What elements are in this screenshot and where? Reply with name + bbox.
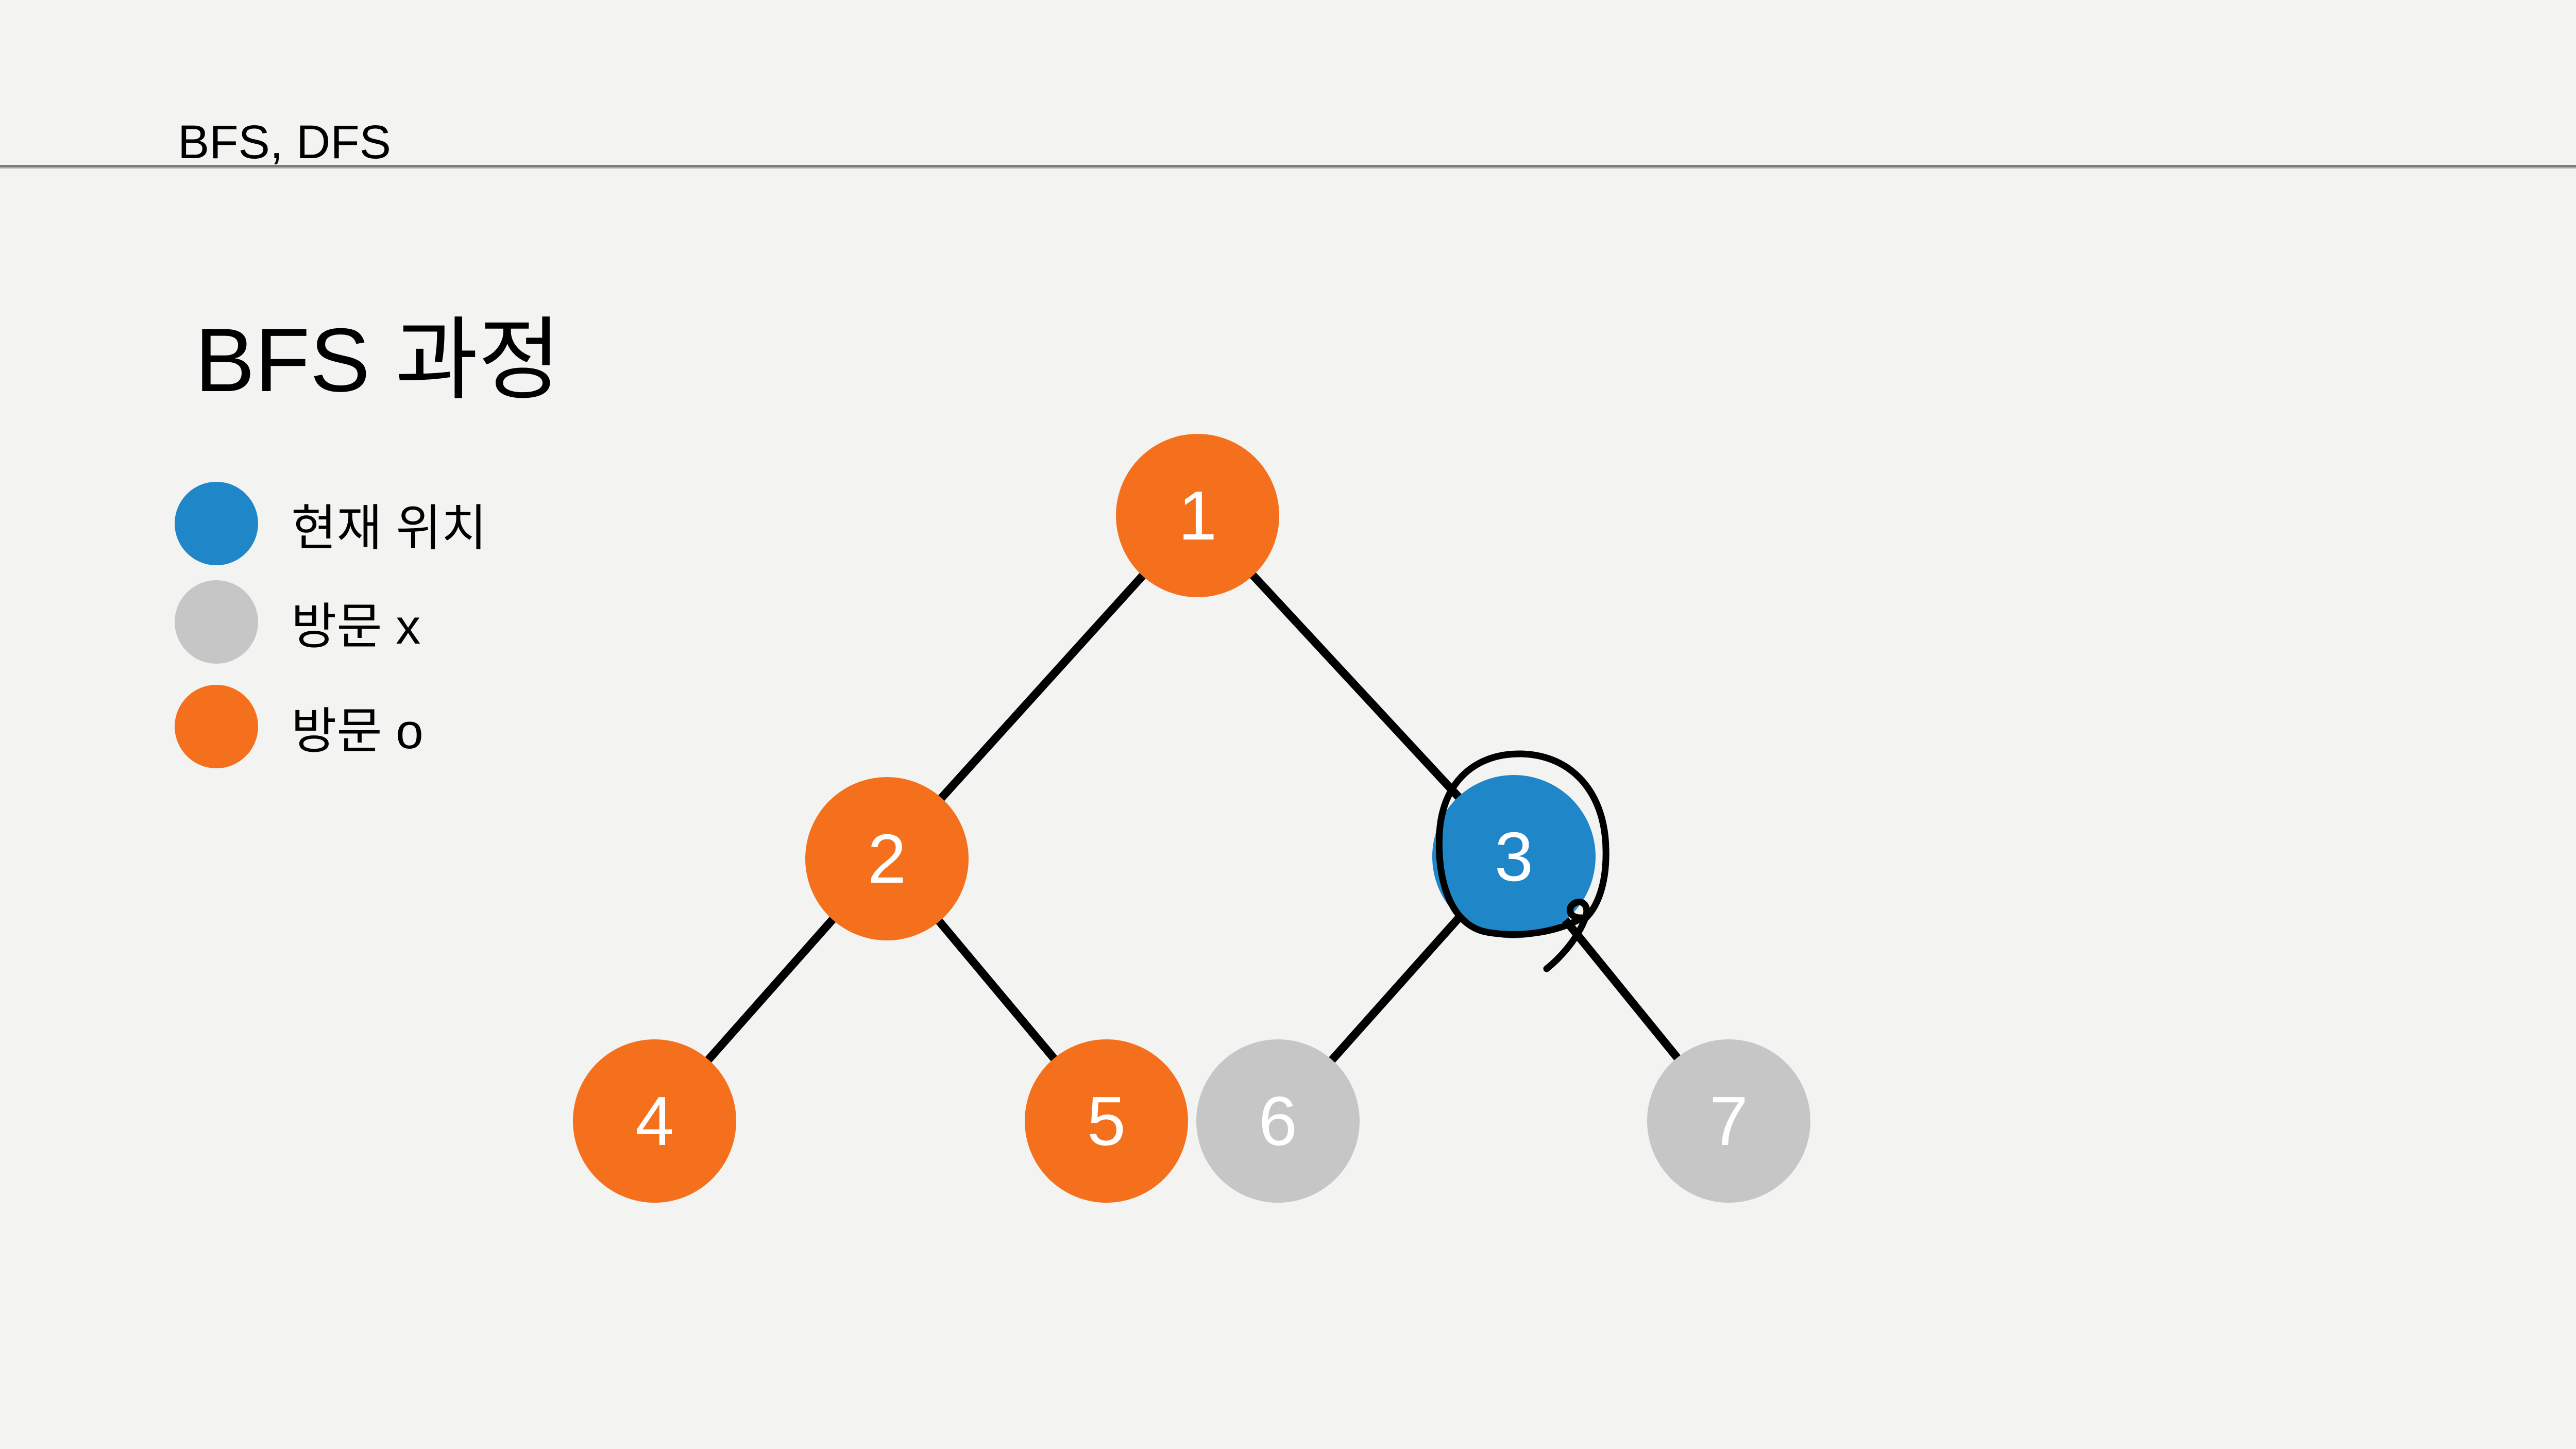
slide-header-label: BFS, DFS [178,116,392,169]
header-divider [0,165,2576,167]
legend-item-visited: 방문 o [175,685,423,768]
tree-node-4: 4 [573,1039,736,1203]
tree-node-2: 2 [805,777,969,940]
tree-node-3-label: 3 [1494,818,1534,896]
tree-node-6: 6 [1196,1039,1360,1203]
legend-swatch-current-position [175,482,258,565]
tree-node-1-label: 1 [1178,477,1217,554]
legend-item-current: 현재 위치 [175,482,487,565]
tree-node-3: 3 [1432,775,1596,938]
tree-node-2-label: 2 [867,820,907,898]
tree-node-6-label: 6 [1258,1082,1298,1160]
page-title: BFS 과정 [195,310,561,411]
tree-node-5-label: 5 [1087,1082,1126,1160]
tree-node-7-label: 7 [1709,1082,1749,1160]
legend-swatch-not-visited [175,580,258,664]
tree-node-1: 1 [1116,434,1279,597]
tree-node-4-label: 4 [635,1082,674,1160]
legend-item-not-visited: 방문 x [175,580,420,664]
legend-label: 방문 x [291,599,421,654]
tree-node-7: 7 [1647,1039,1810,1203]
tree-node-5: 5 [1025,1039,1188,1203]
legend-label: 방문 o [291,703,423,759]
legend-swatch-visited [175,685,258,768]
legend-label: 현재 위치 [291,500,487,556]
